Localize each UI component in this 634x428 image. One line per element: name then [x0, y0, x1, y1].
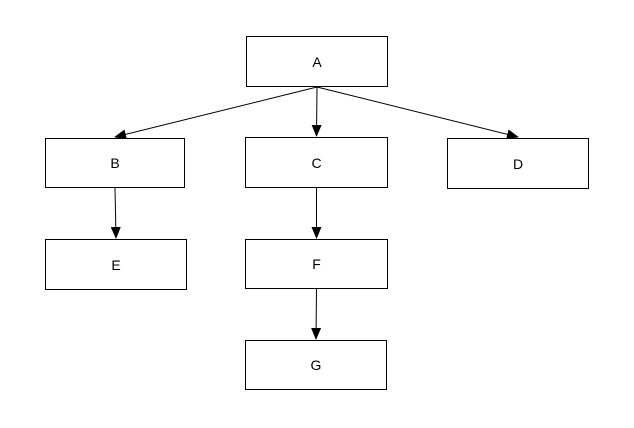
node-d: D	[447, 138, 589, 189]
node-e: E	[45, 239, 187, 290]
node-b-label: B	[110, 155, 120, 171]
node-f: F	[245, 239, 388, 289]
node-a-label: A	[312, 53, 322, 70]
node-e-label: E	[111, 256, 121, 273]
node-g-label: G	[310, 357, 322, 373]
edge-b-to-e	[110, 187, 121, 239]
node-c-label: C	[311, 154, 322, 171]
node-f-label: F	[312, 256, 321, 272]
node-b: B	[45, 138, 185, 188]
edge-a-to-c	[311, 86, 322, 137]
node-g: G	[245, 340, 387, 390]
edge-a-to-d	[316, 86, 519, 140]
edge-a-to-b	[114, 86, 318, 140]
node-d-label: D	[512, 155, 524, 172]
edge-f-to-g	[311, 288, 322, 340]
node-c: C	[245, 137, 388, 188]
node-a: A	[246, 36, 388, 87]
